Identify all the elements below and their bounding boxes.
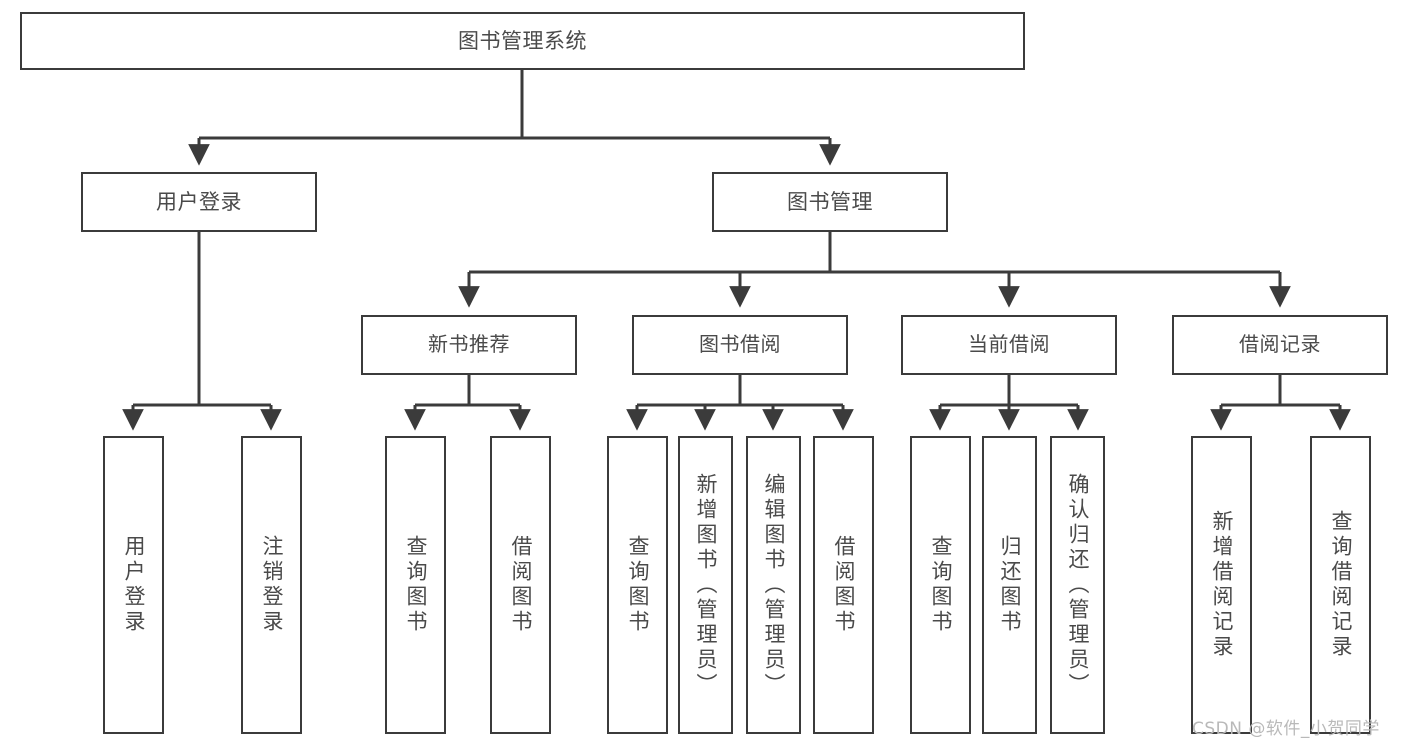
node-label: 注销登录 [260,535,284,635]
node-book-manage[interactable]: 图书管理 [712,172,948,232]
node-leaf-query-book-recommend[interactable]: 查询图书 [385,436,446,734]
node-leaf-borrow-book-recommend[interactable]: 借阅图书 [490,436,551,734]
node-user-login[interactable]: 用户登录 [81,172,317,232]
node-label: 确认归还（管理员） [1066,472,1090,698]
node-label: 查询图书 [626,535,650,635]
node-current-borrow[interactable]: 当前借阅 [901,315,1117,375]
node-leaf-confirm-return-admin[interactable]: 确认归还（管理员） [1050,436,1105,734]
node-label: 当前借阅 [968,332,1050,357]
node-leaf-edit-book-admin[interactable]: 编辑图书（管理员） [746,436,801,734]
node-leaf-query-book-current[interactable]: 查询图书 [910,436,971,734]
node-label: 查询借阅记录 [1329,510,1353,660]
node-label: 借阅记录 [1239,332,1321,357]
node-label: 图书管理系统 [458,28,587,53]
node-label: 新增借阅记录 [1210,510,1234,660]
node-label: 用户登录 [122,535,146,635]
node-leaf-user-login[interactable]: 用户登录 [103,436,164,734]
watermark: CSDN @软件_小贺同学 [1192,719,1380,739]
node-leaf-return-book[interactable]: 归还图书 [982,436,1037,734]
node-label: 查询图书 [404,535,428,635]
node-label: 借阅图书 [832,535,856,635]
node-leaf-query-book-borrow[interactable]: 查询图书 [607,436,668,734]
node-label: 图书管理 [787,189,873,214]
node-leaf-add-borrow-record[interactable]: 新增借阅记录 [1191,436,1252,734]
node-book-borrow[interactable]: 图书借阅 [632,315,848,375]
node-leaf-user-logout[interactable]: 注销登录 [241,436,302,734]
node-label: 编辑图书（管理员） [762,472,786,698]
node-label: 用户登录 [156,189,242,214]
node-leaf-borrow-book-borrow[interactable]: 借阅图书 [813,436,874,734]
node-leaf-add-book-admin[interactable]: 新增图书（管理员） [678,436,733,734]
node-borrow-record[interactable]: 借阅记录 [1172,315,1388,375]
node-label: 查询图书 [929,535,953,635]
node-new-book-recommend[interactable]: 新书推荐 [361,315,577,375]
node-leaf-query-borrow-record[interactable]: 查询借阅记录 [1310,436,1371,734]
node-label: 归还图书 [998,535,1022,635]
node-label: 新书推荐 [428,332,510,357]
node-label: 图书借阅 [699,332,781,357]
node-label: 借阅图书 [509,535,533,635]
node-root-book-management-system[interactable]: 图书管理系统 [20,12,1025,70]
node-label: 新增图书（管理员） [694,472,718,698]
